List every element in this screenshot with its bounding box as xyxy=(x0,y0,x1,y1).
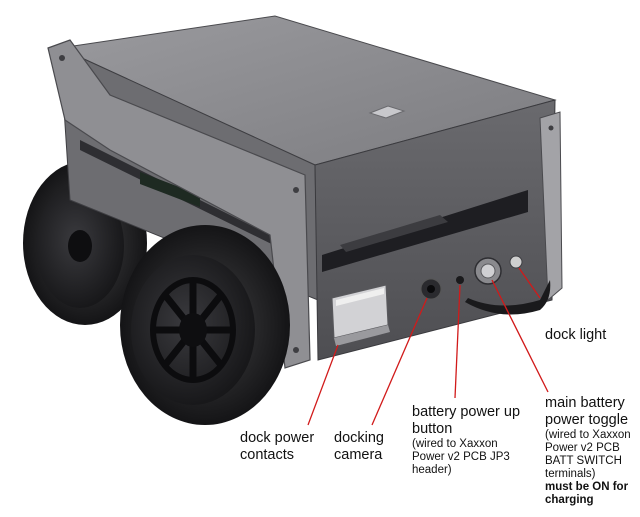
charging-warning: must be ON for xyxy=(545,481,629,493)
leader-dock-light xyxy=(518,267,541,299)
front-slot xyxy=(322,190,528,272)
docking-camera xyxy=(420,278,442,300)
main-battery-toggle xyxy=(474,257,502,285)
left-side-plate xyxy=(47,39,311,369)
leader-docking-camera xyxy=(371,297,428,426)
battery-power-up-label: battery power up button (wired to Xaxxon… xyxy=(412,404,521,476)
top-vent xyxy=(368,105,406,119)
dock-power-contacts-label: dock power contacts xyxy=(240,430,315,463)
leader-main-battery xyxy=(491,279,549,393)
dock-light xyxy=(509,255,523,269)
dock-light-label: dock light xyxy=(545,327,607,343)
leader-lines xyxy=(307,267,549,426)
right-side-plate xyxy=(539,111,563,302)
leader-battery-power-up xyxy=(454,284,461,399)
main-battery-label: main battery power toggle (wired to Xaxx… xyxy=(545,395,631,506)
leader-dock-power xyxy=(307,344,339,426)
front-left-wheel xyxy=(120,225,290,425)
docking-camera-label: docking camera xyxy=(334,430,384,463)
battery-power-up-button xyxy=(456,276,464,284)
front-right-wheel xyxy=(465,280,551,315)
side-pcb xyxy=(140,172,200,207)
dock-power-contacts-block xyxy=(331,284,390,346)
